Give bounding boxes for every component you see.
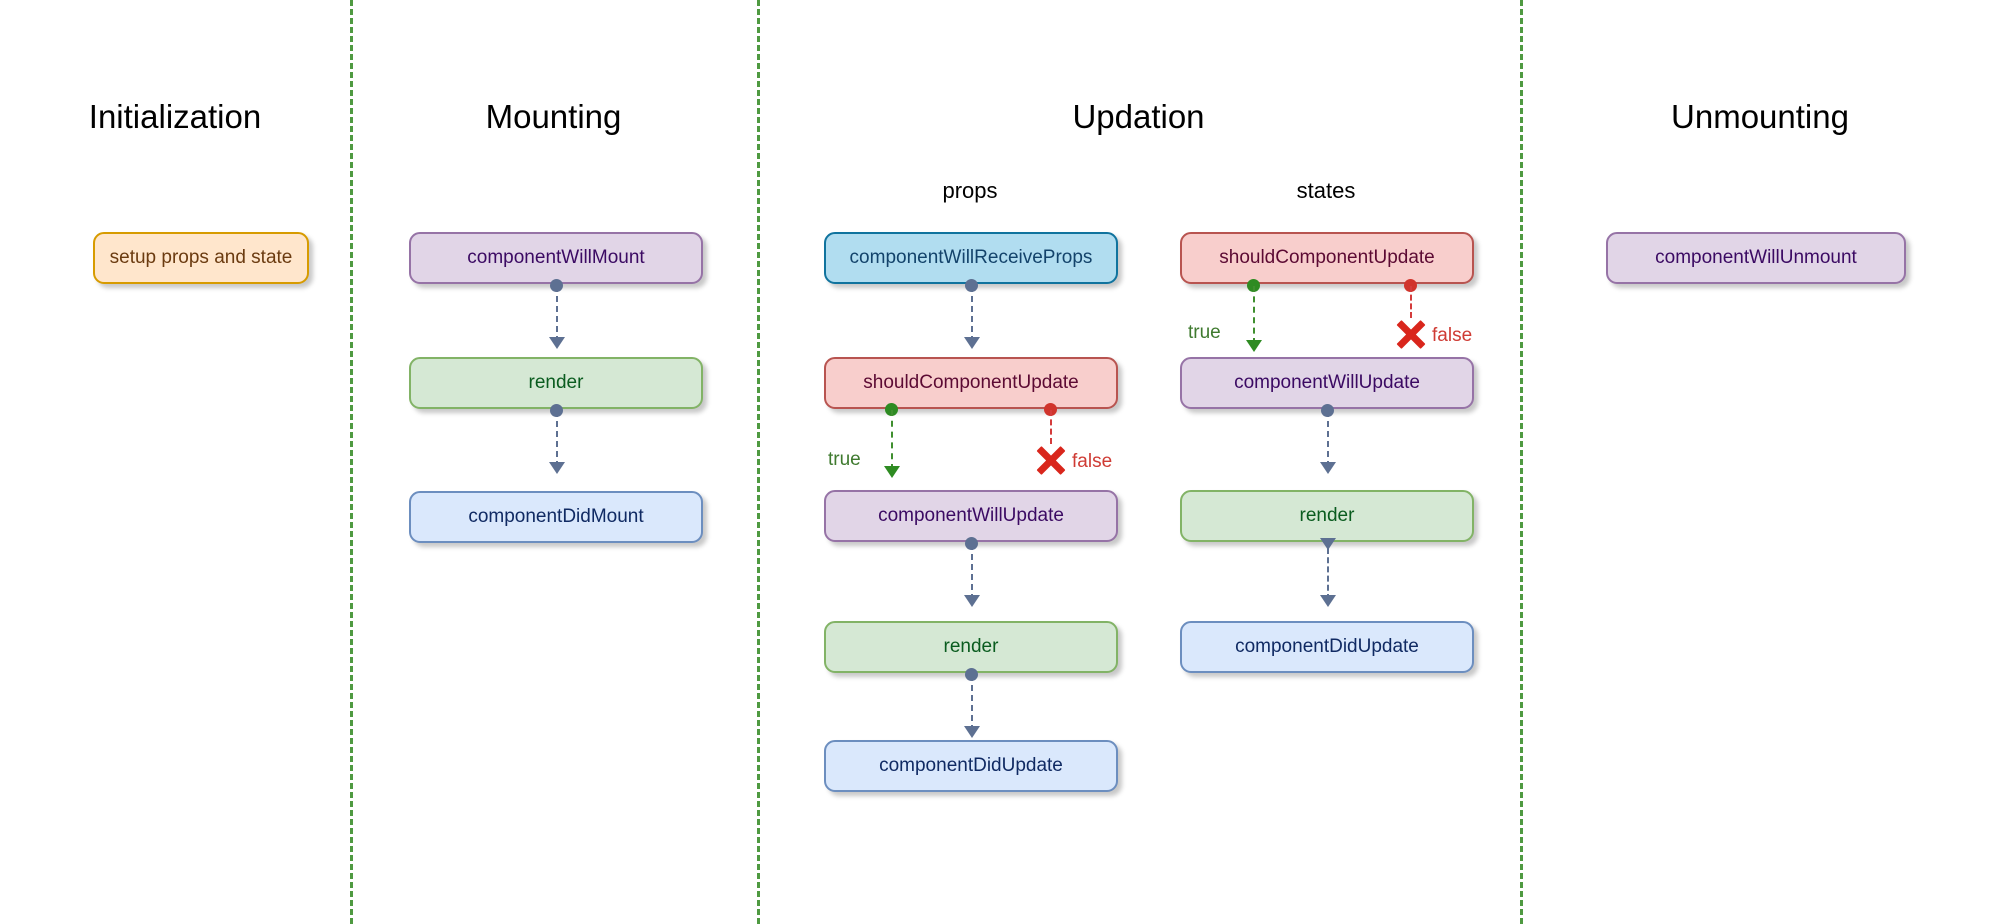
connector-dot-states-2 xyxy=(1321,404,1334,417)
node-props-should-component-update[interactable]: shouldComponentUpdate xyxy=(824,357,1118,409)
branch-dot-states-true xyxy=(1247,279,1260,292)
subsection-title-states: states xyxy=(1296,178,1356,203)
branch-arrow-states-true xyxy=(1246,340,1262,352)
section-divider-3 xyxy=(1520,0,1523,924)
subsection-title-props: props xyxy=(942,178,998,203)
section-divider-2 xyxy=(757,0,760,924)
connector-dot-props-3 xyxy=(965,668,978,681)
node-props-render[interactable]: render xyxy=(824,621,1118,673)
connector-arrow-mounting-2 xyxy=(549,462,565,474)
connector-line-props-2 xyxy=(971,544,973,600)
connector-dot-mounting-2 xyxy=(550,404,563,417)
section-title-updation: Updation xyxy=(1072,98,1205,135)
branch-blocked-icon-props xyxy=(1034,443,1068,477)
node-states-render[interactable]: render xyxy=(1180,490,1474,542)
connector-arrow-props-3 xyxy=(964,726,980,738)
connector-dot-mounting-1 xyxy=(550,279,563,292)
node-states-component-did-update[interactable]: componentDidUpdate xyxy=(1180,621,1474,673)
branch-label-props-false: false xyxy=(1072,451,1113,472)
node-states-component-will-update[interactable]: componentWillUpdate xyxy=(1180,357,1474,409)
connector-dot-props-1 xyxy=(965,279,978,292)
branch-dot-props-true xyxy=(885,403,898,416)
branch-line-states-true xyxy=(1253,286,1255,344)
branch-label-states-true: true xyxy=(1188,322,1221,343)
connector-arrow-states-2 xyxy=(1320,462,1336,474)
connector-line-states-3 xyxy=(1327,548,1329,600)
connector-line-props-1 xyxy=(971,286,973,342)
connector-line-mounting-1 xyxy=(556,286,558,342)
node-props-component-will-update[interactable]: componentWillUpdate xyxy=(824,490,1118,542)
branch-label-props-true: true xyxy=(828,449,861,470)
node-mounting-render[interactable]: render xyxy=(409,357,703,409)
node-component-did-mount[interactable]: componentDidMount xyxy=(409,491,703,543)
connector-arrow-states-3 xyxy=(1320,595,1336,607)
node-component-will-receive-props[interactable]: componentWillReceiveProps xyxy=(824,232,1118,284)
node-component-will-mount[interactable]: componentWillMount xyxy=(409,232,703,284)
section-title-unmounting: Unmounting xyxy=(1671,98,1849,135)
connector-line-states-2 xyxy=(1327,411,1329,467)
section-title-initialization: Initialization xyxy=(88,98,262,135)
node-setup-props-and-state[interactable]: setup props and state xyxy=(93,232,309,284)
section-divider-1 xyxy=(350,0,353,924)
connector-line-mounting-2 xyxy=(556,411,558,467)
node-props-component-did-update[interactable]: componentDidUpdate xyxy=(824,740,1118,792)
branch-dot-states-false xyxy=(1404,279,1417,292)
connector-arrow-props-1 xyxy=(964,337,980,349)
branch-label-states-false: false xyxy=(1432,325,1473,346)
connector-arrow-states-3-source xyxy=(1320,538,1336,550)
branch-line-states-false xyxy=(1410,286,1412,318)
section-title-mounting: Mounting xyxy=(485,98,622,135)
connector-line-props-3 xyxy=(971,675,973,731)
branch-dot-props-false xyxy=(1044,403,1057,416)
connector-arrow-mounting-1 xyxy=(549,337,565,349)
branch-blocked-icon-states xyxy=(1394,317,1428,351)
node-states-should-component-update[interactable]: shouldComponentUpdate xyxy=(1180,232,1474,284)
node-component-will-unmount[interactable]: componentWillUnmount xyxy=(1606,232,1906,284)
connector-arrow-props-2 xyxy=(964,595,980,607)
connector-dot-props-2 xyxy=(965,537,978,550)
branch-arrow-props-true xyxy=(884,466,900,478)
branch-line-props-false xyxy=(1050,410,1052,444)
branch-line-props-true xyxy=(891,410,893,470)
